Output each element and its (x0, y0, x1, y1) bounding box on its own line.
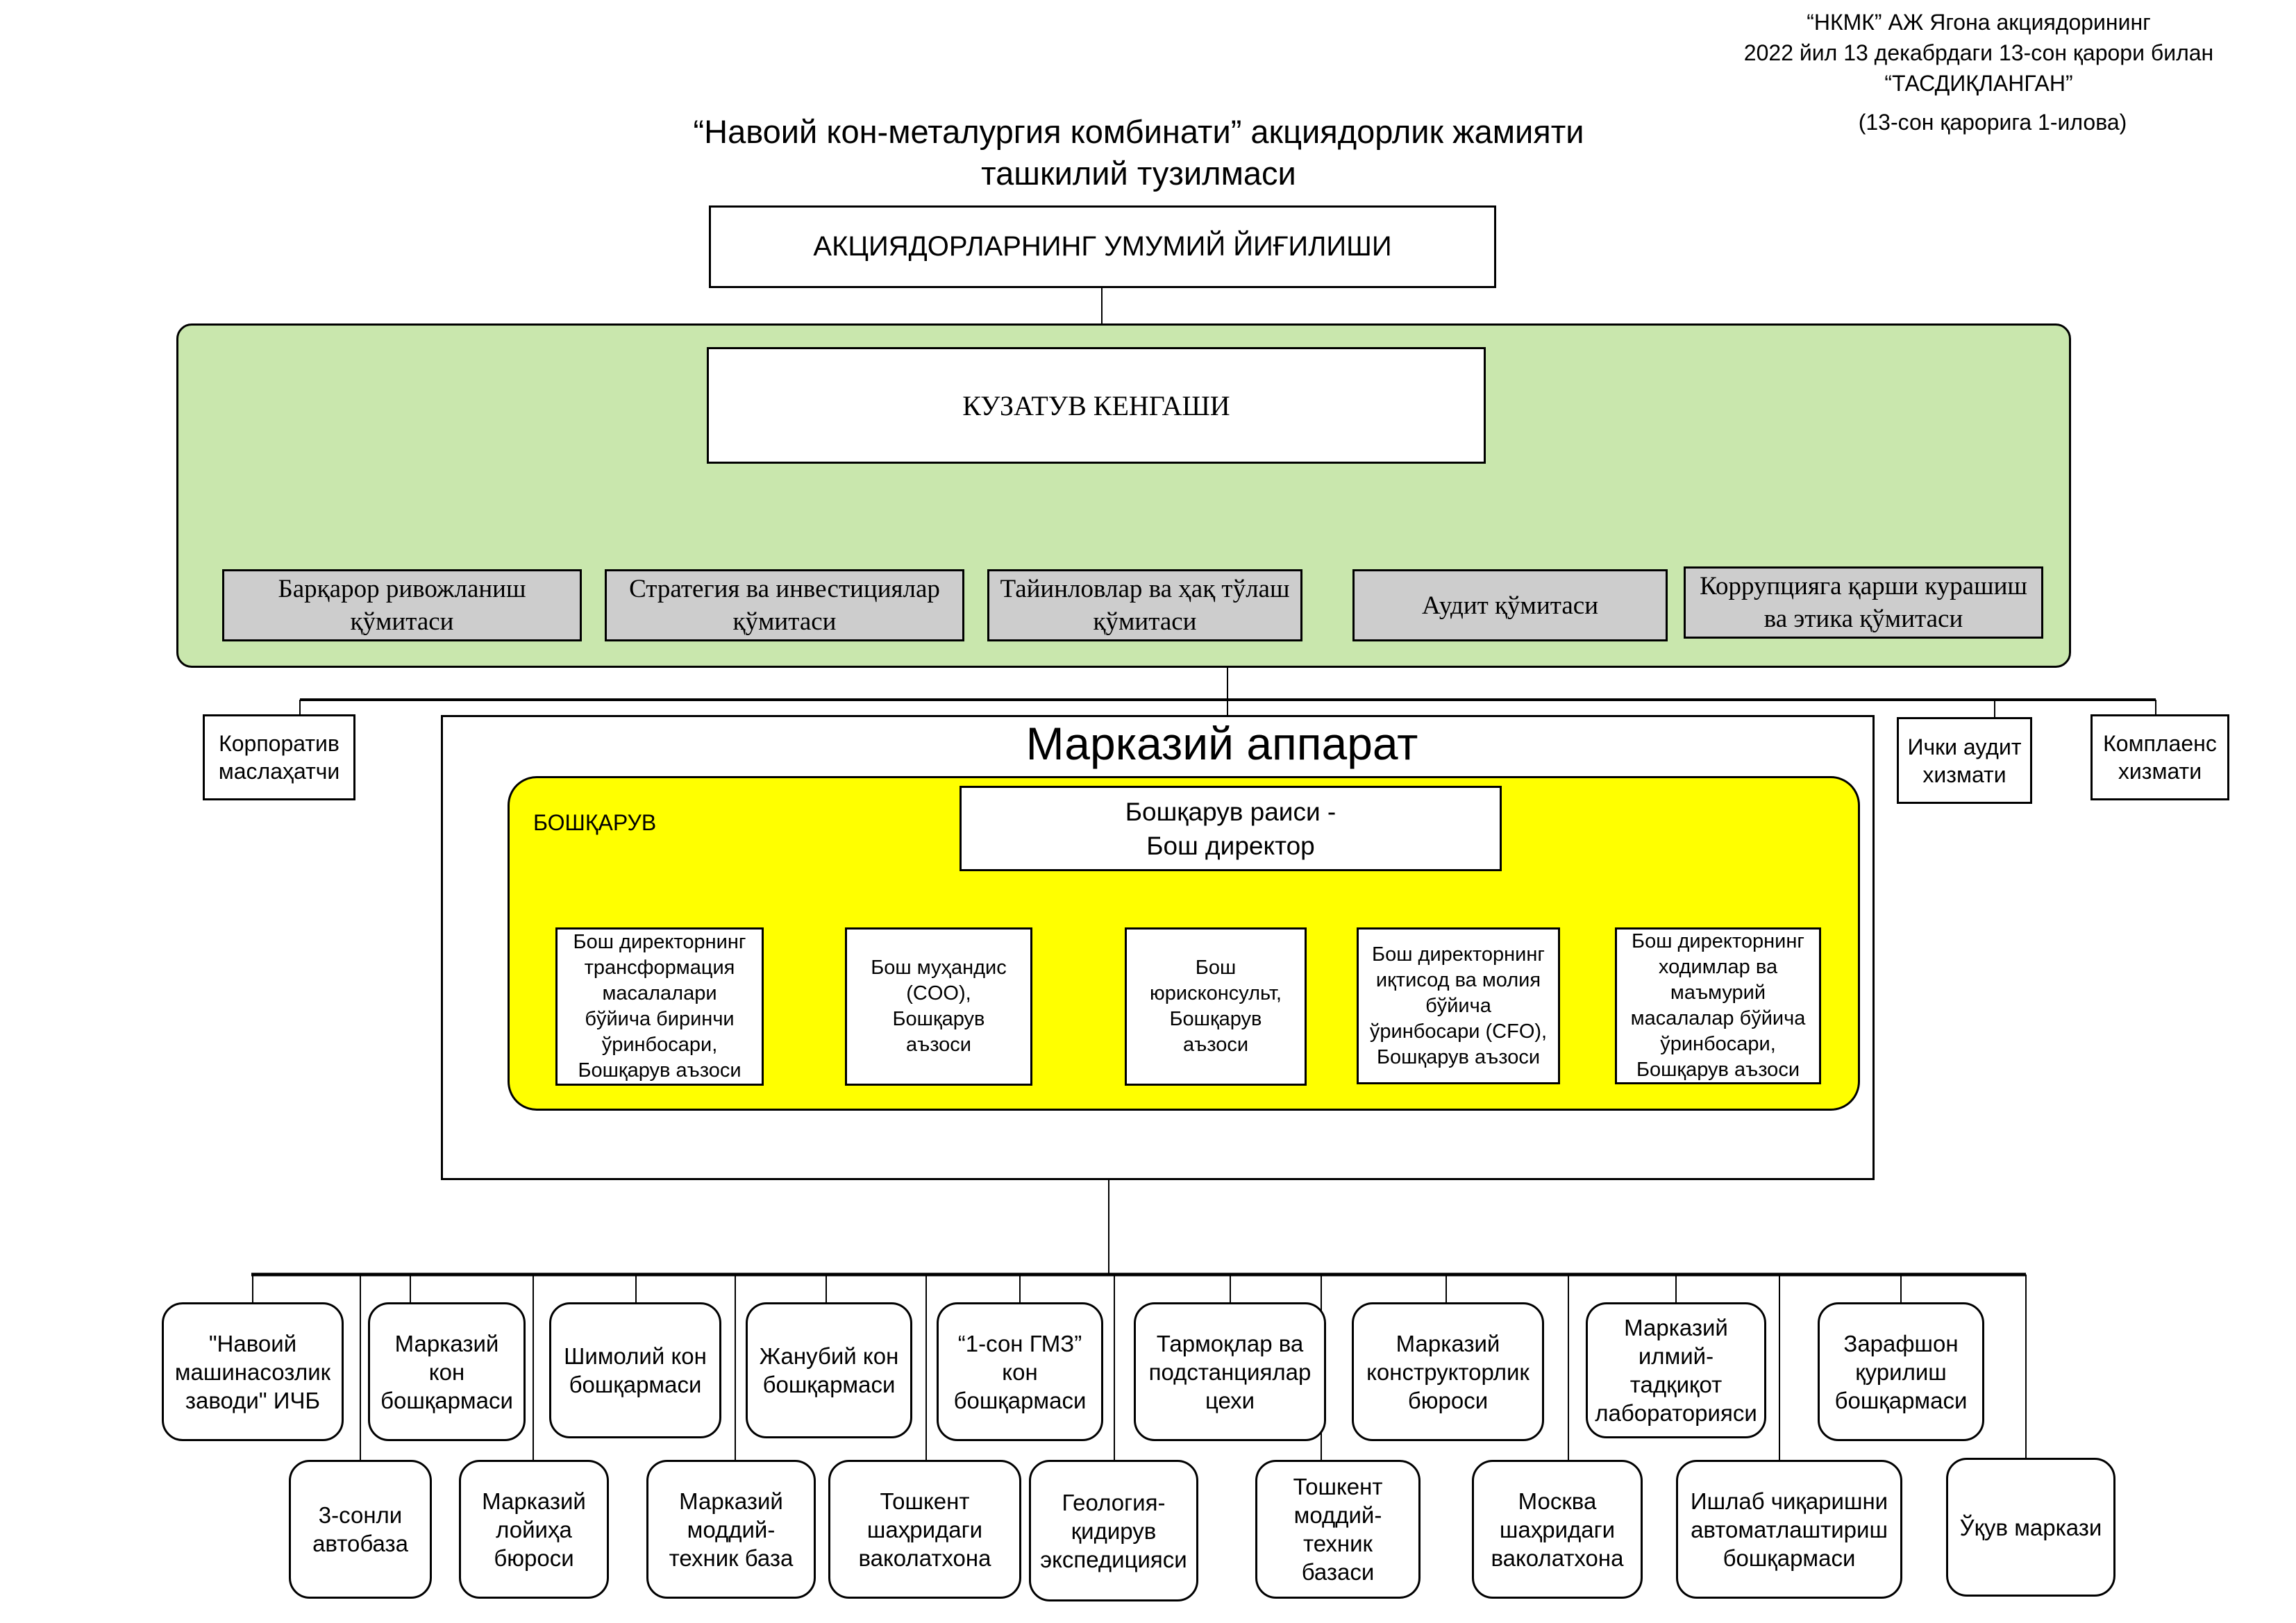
shareholders-meeting-box: АКЦИЯДОРЛАРНИНГ УМУМИЙ ЙИҒИЛИШИ (709, 205, 1496, 288)
subdivision-box: 3-сонли автобаза (289, 1460, 432, 1599)
central-apparatus-title: Марказий аппарат (1025, 718, 1418, 769)
subdivision-box: Марказий моддий- техник база (646, 1460, 816, 1599)
subdivision-box: Шимолий кон бошқармаси (549, 1302, 721, 1438)
internal-audit-box: Ички аудит хизмати (1897, 717, 2032, 804)
board-member-first-deputy: Бош директорнинг трансформация масалалар… (555, 927, 764, 1086)
supervisory-board-box: КУЗАТУВ КЕНГАШИ (707, 347, 1486, 464)
subdivision-box: Геология- қидирув экспедицияси (1029, 1460, 1198, 1601)
subdivision-box: Тошкент шаҳридаги ваколатхона (828, 1460, 1021, 1599)
board-member-chief-engineer: Бош муҳандис (COO), Бошқарув аъзоси (845, 927, 1032, 1086)
subdivision-box: Марказий конструкторлик бюроси (1352, 1302, 1544, 1441)
subdivision-box: Тошкент моддий- техник базаси (1255, 1460, 1421, 1599)
subdivision-box: Ўқув маркази (1946, 1458, 2115, 1597)
committee-strategy-investment: Стратегия ва инвестициялар қўмитаси (605, 569, 964, 641)
chart-title: “Навоий кон-металургия комбинати” акцияд… (693, 113, 1584, 192)
approval-stamp: “НКМК” АЖ Ягона акциядорининг 2022 йил 1… (1743, 10, 2214, 96)
subdivision-box: Тармоқлар ва подстанциялар цехи (1134, 1302, 1326, 1441)
committee-nomination-remuneration: Тайинловлар ва ҳақ тўлаш қўмитаси (987, 569, 1302, 641)
subdivision-box: “1-сон ГМЗ” кон бошқармаси (937, 1302, 1103, 1441)
committee-audit: Аудит қўмитаси (1352, 569, 1668, 641)
board-member-chief-legal: Бош юрисконсульт, Бошқарув аъзоси (1125, 927, 1307, 1086)
corporate-consultant-box: Корпоратив маслаҳатчи (203, 714, 355, 800)
subdivision-box: Марказий лойиҳа бюроси (459, 1460, 609, 1599)
board-member-cfo: Бош директорнинг иқтисод ва молия бўйича… (1357, 927, 1560, 1084)
board-member-hr-deputy: Бош директорнинг ходимлар ва маъмурий ма… (1615, 927, 1821, 1084)
subdivision-box: Москва шаҳридаги ваколатхона (1472, 1460, 1643, 1599)
subdivision-box: Жанубий кон бошқармаси (746, 1302, 912, 1438)
management-board-label: БОШҚАРУВ (533, 810, 657, 835)
ceo-box: Бошқарув раиси - Бош директор (960, 786, 1502, 871)
compliance-box: Комплаенс хизмати (2090, 714, 2229, 800)
subdivision-box: "Навоий машинасозлик заводи" ИЧБ (162, 1302, 344, 1441)
committee-anticorruption-ethics: Коррупцияга қарши курашиш ва этика қўмит… (1684, 566, 2043, 639)
subdivision-box: Ишлаб чиқаришни автоматлаштириш бошқарма… (1676, 1460, 1902, 1599)
committee-sustainable-development: Барқарор ривожланиш қўмитаси (222, 569, 582, 641)
subdivision-box: Марказий кон бошқармаси (368, 1302, 526, 1441)
subdivision-box: Зарафшон қурилиш бошқармаси (1818, 1302, 1984, 1441)
subdivision-box: Марказий илмий- тадқиқот лабораторияси (1586, 1302, 1766, 1438)
annex-note: (13-сон қарорига 1-илова) (1858, 110, 2127, 135)
